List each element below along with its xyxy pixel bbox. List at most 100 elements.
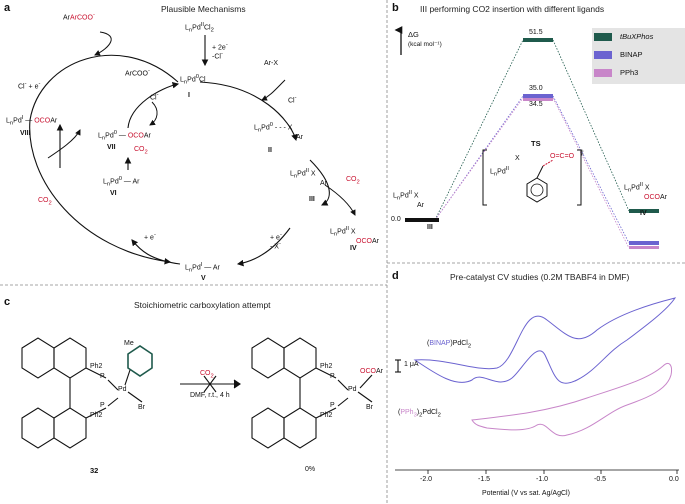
outer-cycle-arc — [29, 54, 179, 265]
legend-swatch-pph3 — [594, 68, 612, 77]
panel-c-title: Stoichiometric carboxylation attempt — [134, 300, 271, 310]
label-plus-e-bottom: + e- — [144, 232, 156, 242]
legend-label-tbuxphos: tBuXPhos — [620, 32, 654, 41]
cv-x-axis-label: Potential (V vs sat. Ag/AgCl) — [482, 490, 570, 497]
ligand-legend: tBuXPhos BINAP PPh3 — [592, 28, 685, 84]
atom-ph2-bottom-right: Ph2 — [320, 412, 333, 419]
atom-pd-right: Pd — [348, 386, 357, 393]
binap-cv-trace — [413, 297, 677, 384]
atom-ocoar: OCOAr — [360, 368, 383, 375]
legend-swatch-binap — [594, 50, 612, 59]
legend-item-pph3: PPh3 — [594, 68, 638, 77]
legend-label-binap: BINAP — [620, 50, 643, 59]
level-IV-pph3 — [629, 246, 659, 249]
panel-c-letter: c — [4, 296, 11, 308]
cv-plot — [395, 297, 679, 474]
label-co2-left: CO2 — [38, 197, 52, 207]
ts-benzene — [526, 177, 548, 203]
legend-swatch-tbuxphos — [594, 32, 612, 41]
panel-d-letter: d — [392, 270, 399, 282]
level-III — [405, 218, 439, 222]
label-cl-e: Cl- + e- — [18, 81, 41, 91]
atom-ph2-top-right: Ph2 — [320, 363, 333, 370]
xtick-neg0-5: -0.5 — [594, 476, 607, 483]
label-arcoo-inner: ArCOO- — [125, 68, 150, 78]
ts-bracket-right — [577, 149, 582, 206]
label-co2-right: CO2 — [346, 176, 360, 186]
ts-ddagger: ‡ — [580, 150, 584, 157]
label-arx: Ar-X — [264, 60, 278, 67]
species-VIII: LnPdI — OCOAr — [6, 115, 58, 127]
label-co2-vi: CO2 — [134, 146, 148, 156]
atom-ph2-top-left: Ph2 — [90, 363, 103, 370]
ts-co2: O=C=O — [550, 153, 575, 160]
dg-axis-label: ΔG — [408, 30, 419, 39]
pph3-trace-label: (PPh3)2PdCl2 — [398, 409, 441, 419]
roman-III-b: III — [427, 224, 433, 231]
xtick-neg1: -1.0 — [536, 476, 549, 483]
value-pph3-ts: 34.5 — [529, 101, 543, 108]
panel-d-title: Pre-catalyst CV studies (0.2M TBABF4 in … — [450, 272, 630, 282]
species-precatalyst: LnPdIICl2 — [185, 22, 214, 34]
label-plus-2e: + 2e- — [212, 42, 228, 52]
roman-I: I — [188, 92, 190, 99]
roman-II: II — [268, 147, 272, 154]
level-IV-tbuxphos — [629, 209, 659, 213]
atom-br-left: Br — [138, 404, 145, 411]
binap-pd-structures — [21, 337, 373, 449]
level-ts-pph3 — [523, 98, 553, 101]
legend-label-pph3: PPh3 — [620, 68, 639, 77]
panel-b-title: III performing CO2 insertion with differ… — [420, 4, 605, 14]
atom-pd-left: Pd — [118, 386, 127, 393]
ts-species: LnPdII — [490, 166, 509, 178]
mechanism-cycles — [29, 31, 356, 267]
xtick-neg1-5: -1.5 — [478, 476, 491, 483]
level-IV-binap — [629, 241, 659, 245]
panel-b-letter: b — [392, 2, 399, 14]
dg-axis-unit: (kcal mol⁻¹) — [408, 41, 442, 48]
compound-number: 32 — [90, 466, 99, 475]
binap-trace-label: (BINAP)PdCl2 — [427, 340, 472, 350]
pph3-cv-trace — [471, 362, 672, 437]
xtick-neg2: -2.0 — [420, 476, 433, 483]
yield: 0% — [305, 466, 316, 473]
atom-ph2-bottom-left: Ph2 — [90, 412, 103, 419]
atom-p-bottom-left: P — [100, 402, 105, 409]
ts-x: X — [515, 155, 520, 162]
label-cl-inner: Cl- — [150, 92, 159, 102]
label-cl-right: Cl- — [288, 95, 297, 105]
atom-me: Me — [124, 340, 134, 347]
roman-VII: VII — [107, 144, 116, 151]
atom-p-bottom-right: P — [330, 402, 335, 409]
roman-IV: IV — [350, 245, 357, 252]
species-V: LnPdI — Ar — [185, 262, 220, 274]
roman-III: III — [309, 196, 315, 203]
atom-br-right: Br — [366, 404, 373, 411]
ts-bracket-left — [482, 149, 487, 206]
atom-p-top-left: P — [100, 373, 105, 380]
panel-a-title: Plausible Mechanisms — [161, 4, 246, 14]
roman-IV-b: IV — [640, 210, 647, 217]
scale-bar-label: 1 μA — [404, 361, 419, 368]
label-minus-cl: -Cl- — [212, 51, 223, 61]
legend-item-binap: BINAP — [594, 50, 643, 59]
species-I: LnPd0Cl — [180, 74, 206, 86]
level-ts-tbuxphos — [523, 38, 553, 42]
roman-VIII: VIII — [20, 130, 31, 137]
label-plus-e-minus-x: + e-- X- — [270, 232, 282, 251]
reaction-conditions: DMF, r.t., 4 h — [190, 392, 230, 399]
ts-label: TS — [531, 139, 541, 148]
species-VI: LnPd0 — Ar — [103, 176, 140, 188]
value-binap-ts: 35.0 — [529, 85, 543, 92]
energy-diagram — [394, 26, 659, 249]
reagent-co2: CO2 — [200, 370, 214, 380]
level-III-value: 0.0 — [391, 216, 401, 223]
legend-item-tbuxphos: tBuXPhos — [594, 32, 653, 41]
level-ts-binap — [523, 94, 553, 98]
